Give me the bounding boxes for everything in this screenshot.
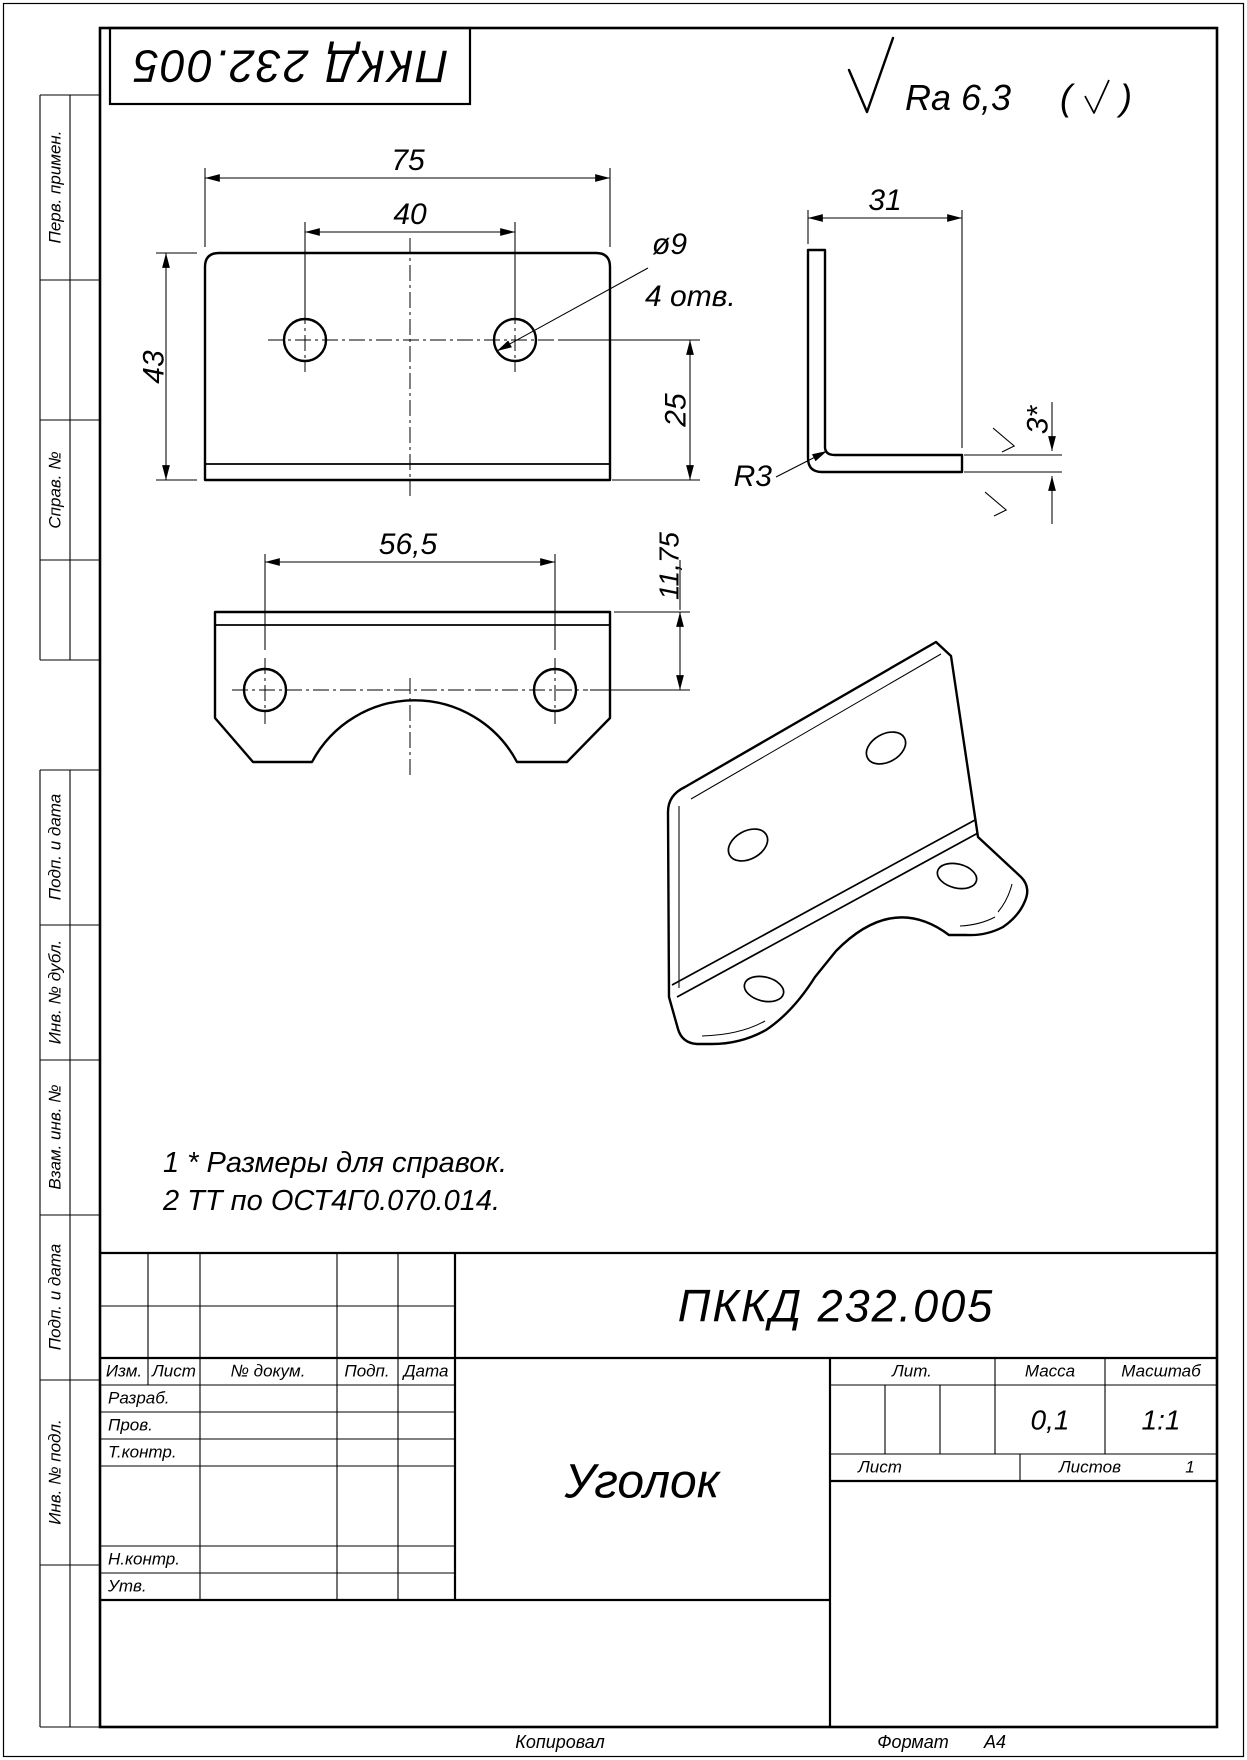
tb-role-prov: Пров.	[108, 1416, 153, 1435]
dim-r3-text: R3	[734, 460, 773, 493]
title-block-grid-minor	[100, 1253, 1217, 1600]
bottom-extension-lines	[264, 554, 690, 691]
tb-part-name: Уголок	[564, 1456, 722, 1509]
hole-count-text: 4 отв.	[645, 280, 736, 313]
tb-massa-label: Масса	[1025, 1362, 1075, 1381]
front-hole-left	[282, 317, 328, 363]
dim-565-text: 56,5	[379, 528, 438, 561]
iso-outline	[666, 640, 1029, 1046]
bottom-hole-right	[532, 667, 578, 713]
margin-label-vzam-inv: Взам. инв. №	[46, 1084, 65, 1189]
inner-frame	[98, 26, 1219, 1729]
front-extension-lines	[156, 168, 700, 481]
footer-format-value: А4	[983, 1732, 1006, 1752]
margin-label-podp-i-data-1: Подп. и дата	[46, 794, 65, 900]
note-line-1: 1 * Размеры для справок.	[163, 1147, 507, 1179]
margin-label-inv-dubl: Инв. № дубл.	[46, 940, 65, 1045]
thickness-roughness-check-icon-top	[992, 427, 1016, 453]
margin-column: Перв. примен. Справ. № Подп. и дата Инв.…	[39, 94, 100, 1728]
tb-sheets-label: Листов	[1058, 1458, 1121, 1477]
technical-notes: 1 * Размеры для справок. 2 ТТ по ОСТ4Г0.…	[162, 1147, 507, 1217]
tb-role-utv: Утв.	[107, 1577, 147, 1596]
margin-label-perv-primen: Перв. примен.	[46, 131, 65, 244]
iso-hole-flange-right	[936, 862, 978, 890]
designation-stamp-box	[108, 26, 472, 106]
title-block: Изм. Лист № докум. Подп. Дата Разраб. Пр…	[100, 1251, 1217, 1727]
margin-label-sprav-no: Справ. №	[46, 451, 65, 528]
roughness-small-check-icon	[1084, 79, 1110, 114]
dim-40-text: 40	[393, 198, 427, 231]
tb-sheet-label: Лист	[857, 1458, 902, 1477]
iso-bend-lines	[671, 819, 979, 998]
dim-31-text: 31	[868, 184, 901, 217]
tb-designation: ПККД 232.005	[678, 1281, 995, 1332]
tb-role-tkontr: Т.контр.	[108, 1443, 177, 1462]
iso-hole-plate-left	[727, 828, 769, 862]
note-line-2: 2 ТТ по ОСТ4Г0.070.014.	[162, 1185, 500, 1217]
tb-role-nkontr: Н.контр.	[108, 1550, 180, 1569]
dim-43-text: 43	[138, 350, 171, 384]
dim-75-text: 75	[391, 144, 425, 177]
bottom-view: 56,5 11,75	[213, 528, 690, 778]
tb-masshtab-value: 1:1	[1142, 1405, 1181, 1436]
iso-hole-flange-left	[743, 975, 785, 1003]
designation-stamp-rotated: ПККД 232.005	[108, 26, 472, 106]
hole-callout-leader	[496, 267, 649, 352]
side-extension-lines	[807, 210, 1062, 473]
roughness-note: Ra 6,3 ( )	[847, 36, 1132, 118]
footer-copied-label: Копировал	[515, 1732, 605, 1752]
side-view: 31 R3 3*	[734, 184, 1062, 524]
bottom-hole-left	[242, 667, 288, 713]
bottom-view-outline	[213, 610, 612, 764]
tb-col-doc-no: № докум.	[231, 1362, 306, 1381]
front-hole-right	[492, 317, 538, 363]
roughness-check-icon	[847, 36, 895, 114]
footer-format-label: Формат	[877, 1732, 948, 1752]
margin-label-podp-i-data-2: Подп. и дата	[46, 1244, 65, 1350]
tb-sheets-value: 1	[1185, 1458, 1194, 1477]
bottom-centerlines	[232, 658, 588, 778]
dim-3-text: 3*	[1022, 404, 1055, 434]
tb-col-izm: Изм.	[106, 1362, 142, 1381]
roughness-paren-close: )	[1116, 77, 1132, 118]
side-view-outline	[806, 248, 964, 474]
margin-grid	[39, 94, 100, 1728]
tb-role-razrab: Разраб.	[108, 1389, 170, 1408]
tb-col-data: Дата	[402, 1362, 449, 1381]
dim-1175-text: 11,75	[654, 532, 685, 600]
iso-thickness-edges	[678, 653, 1013, 1037]
title-block-grid-major	[100, 1251, 1217, 1727]
roughness-paren-open: (	[1060, 77, 1076, 118]
front-view-outline	[203, 251, 612, 482]
designation-rotated-text: ПККД 232.005	[132, 41, 449, 92]
footer-strip: Копировал Формат А4	[515, 1732, 1006, 1752]
tb-col-podp: Подп.	[344, 1362, 389, 1381]
thickness-roughness-check-icon-bottom	[984, 491, 1008, 517]
isometric-view	[666, 640, 1029, 1046]
hole-diameter-text: ø9	[652, 228, 687, 261]
iso-hole-plate-right	[865, 731, 907, 765]
margin-label-inv-podl: Инв. № подл.	[46, 1419, 65, 1525]
radius-leader	[775, 450, 828, 478]
front-view: 75 40 43 ø9 4 отв. 25	[138, 144, 736, 496]
tb-col-list: Лист	[151, 1362, 196, 1381]
tb-massa-value: 0,1	[1031, 1405, 1070, 1436]
tb-masshtab-label: Масштаб	[1121, 1362, 1202, 1381]
roughness-value: Ra 6,3	[905, 77, 1011, 118]
dim-25-text: 25	[660, 393, 693, 428]
front-centerlines	[268, 238, 560, 496]
tb-lit-label: Лит.	[891, 1362, 932, 1381]
